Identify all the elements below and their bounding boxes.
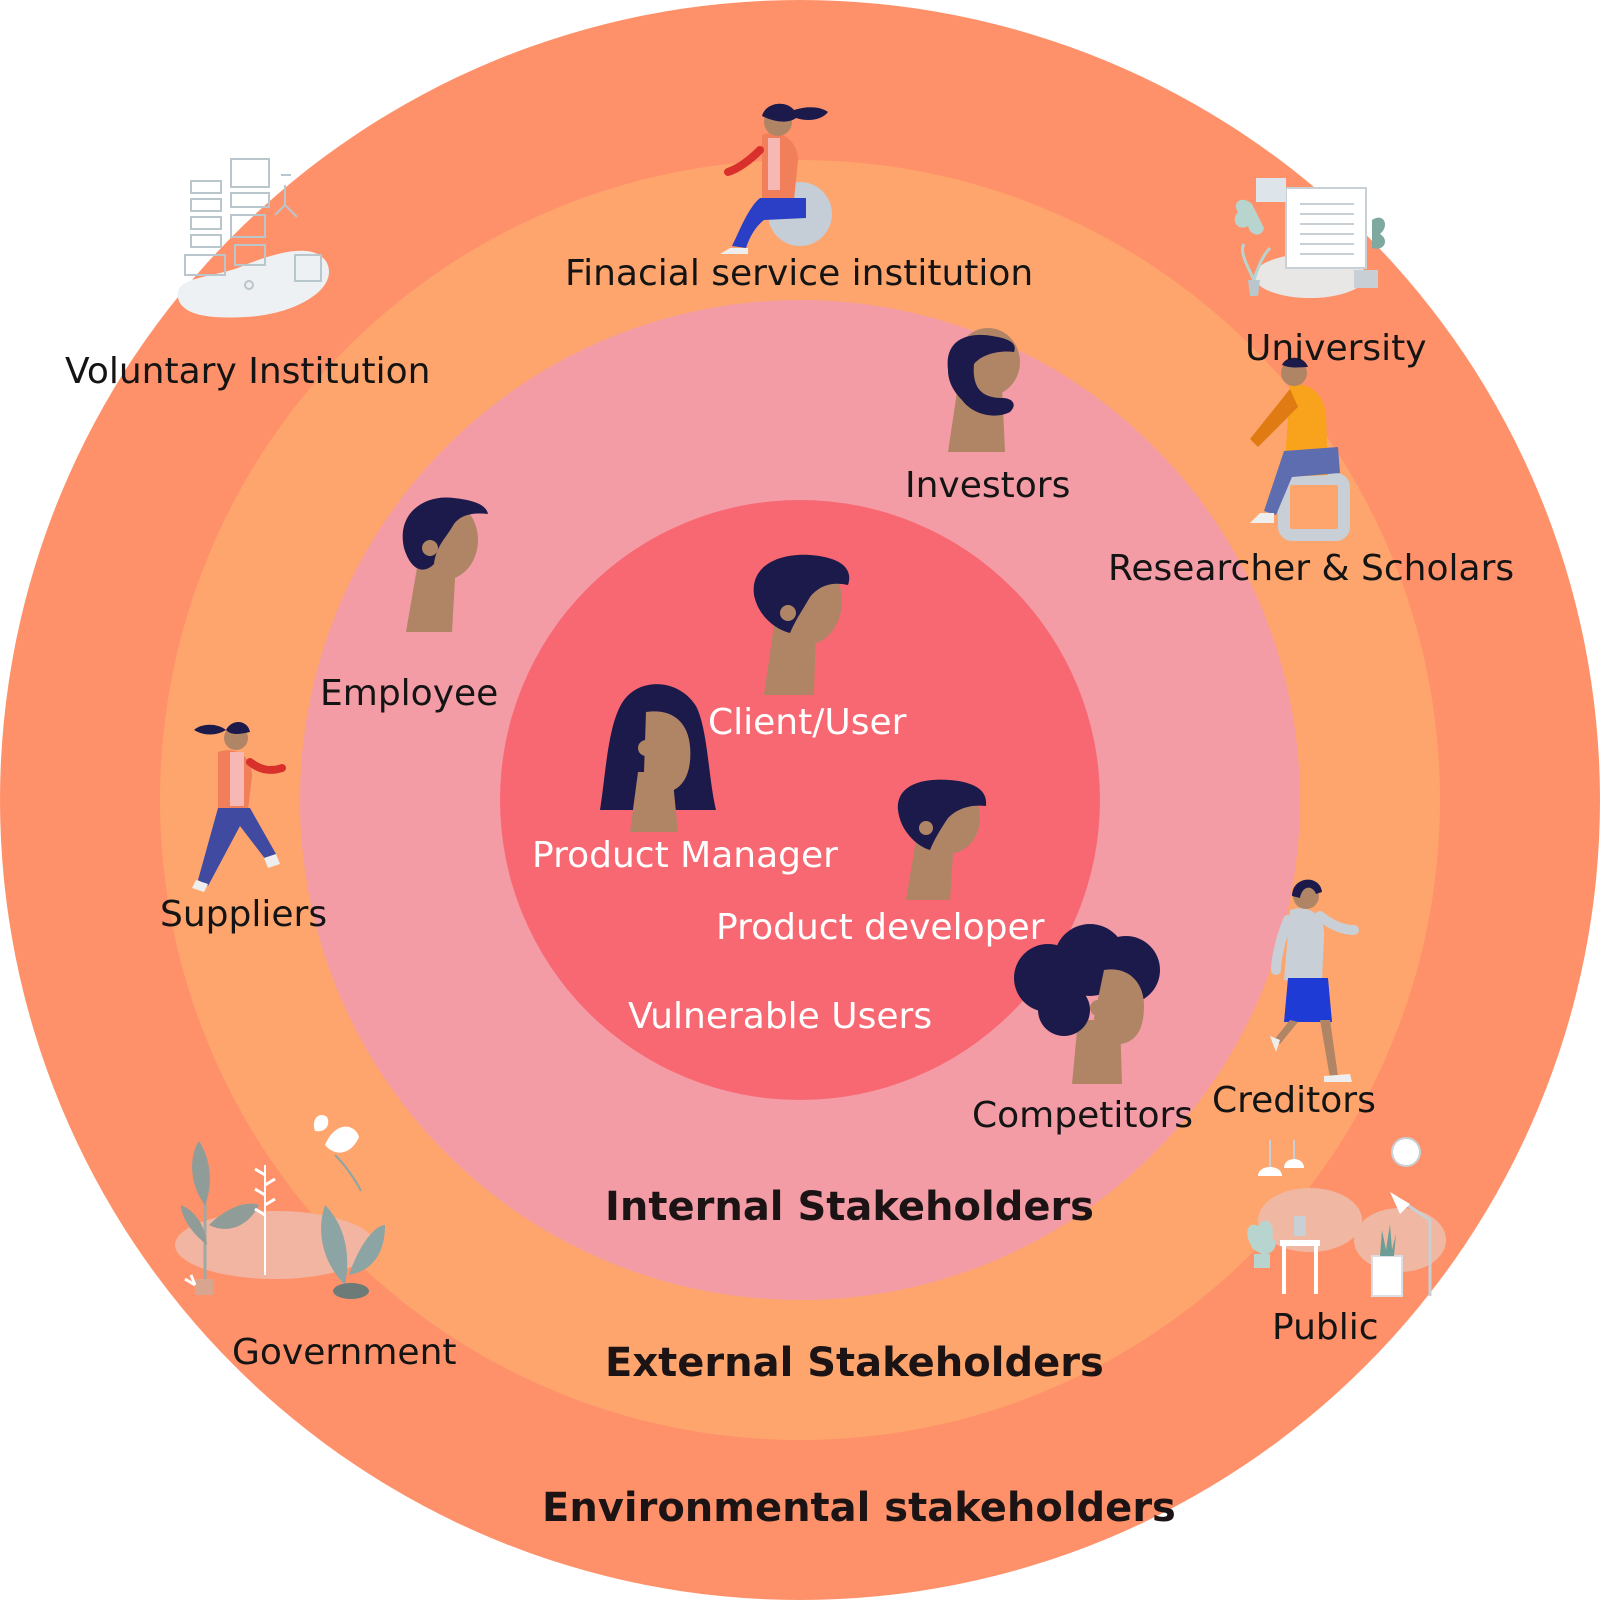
charts-board-icon <box>1234 178 1386 298</box>
environmental-stakeholders-label: Environmental stakeholders <box>542 1485 1176 1531</box>
competitor-head-icon <box>1014 924 1160 1084</box>
product-developer-label: Product developer <box>716 907 1045 948</box>
creditors-label: Creditors <box>1212 1080 1376 1121</box>
woman-running-icon <box>192 721 286 892</box>
product-developer-head-icon <box>897 779 987 900</box>
public-label: Public <box>1272 1307 1379 1348</box>
product-manager-head-icon <box>600 684 716 832</box>
employee-head-icon <box>402 497 488 632</box>
product-manager-label: Product Manager <box>532 835 838 876</box>
employee-label: Employee <box>320 673 499 714</box>
core-circle <box>500 500 1100 1100</box>
researchers-label: Researcher & Scholars <box>1108 548 1515 589</box>
government-label: Government <box>232 1332 457 1373</box>
dashboard-sketch-icon <box>177 158 329 318</box>
investor-head-icon <box>947 328 1020 452</box>
investors-label: Investors <box>905 465 1071 506</box>
university-label: University <box>1245 328 1427 369</box>
client-user-head-icon <box>753 554 850 695</box>
room-interior-icon <box>1247 1137 1446 1297</box>
vulnerable-users-label: Vulnerable Users <box>628 996 933 1037</box>
external-stakeholders-label: External Stakeholders <box>605 1340 1104 1386</box>
competitors-label: Competitors <box>972 1095 1194 1136</box>
plants-icon <box>175 1114 385 1299</box>
financial-service-label: Finacial service institution <box>565 253 1034 294</box>
suppliers-label: Suppliers <box>160 894 328 935</box>
man-sitting-icon <box>1250 357 1350 541</box>
woman-walking-icon <box>1270 879 1359 1082</box>
internal-stakeholders-label: Internal Stakeholders <box>605 1184 1094 1230</box>
woman-sitting-on-ball-icon <box>720 103 832 254</box>
voluntary-institution-label: Voluntary Institution <box>65 351 431 392</box>
client-user-label: Client/User <box>708 702 907 743</box>
